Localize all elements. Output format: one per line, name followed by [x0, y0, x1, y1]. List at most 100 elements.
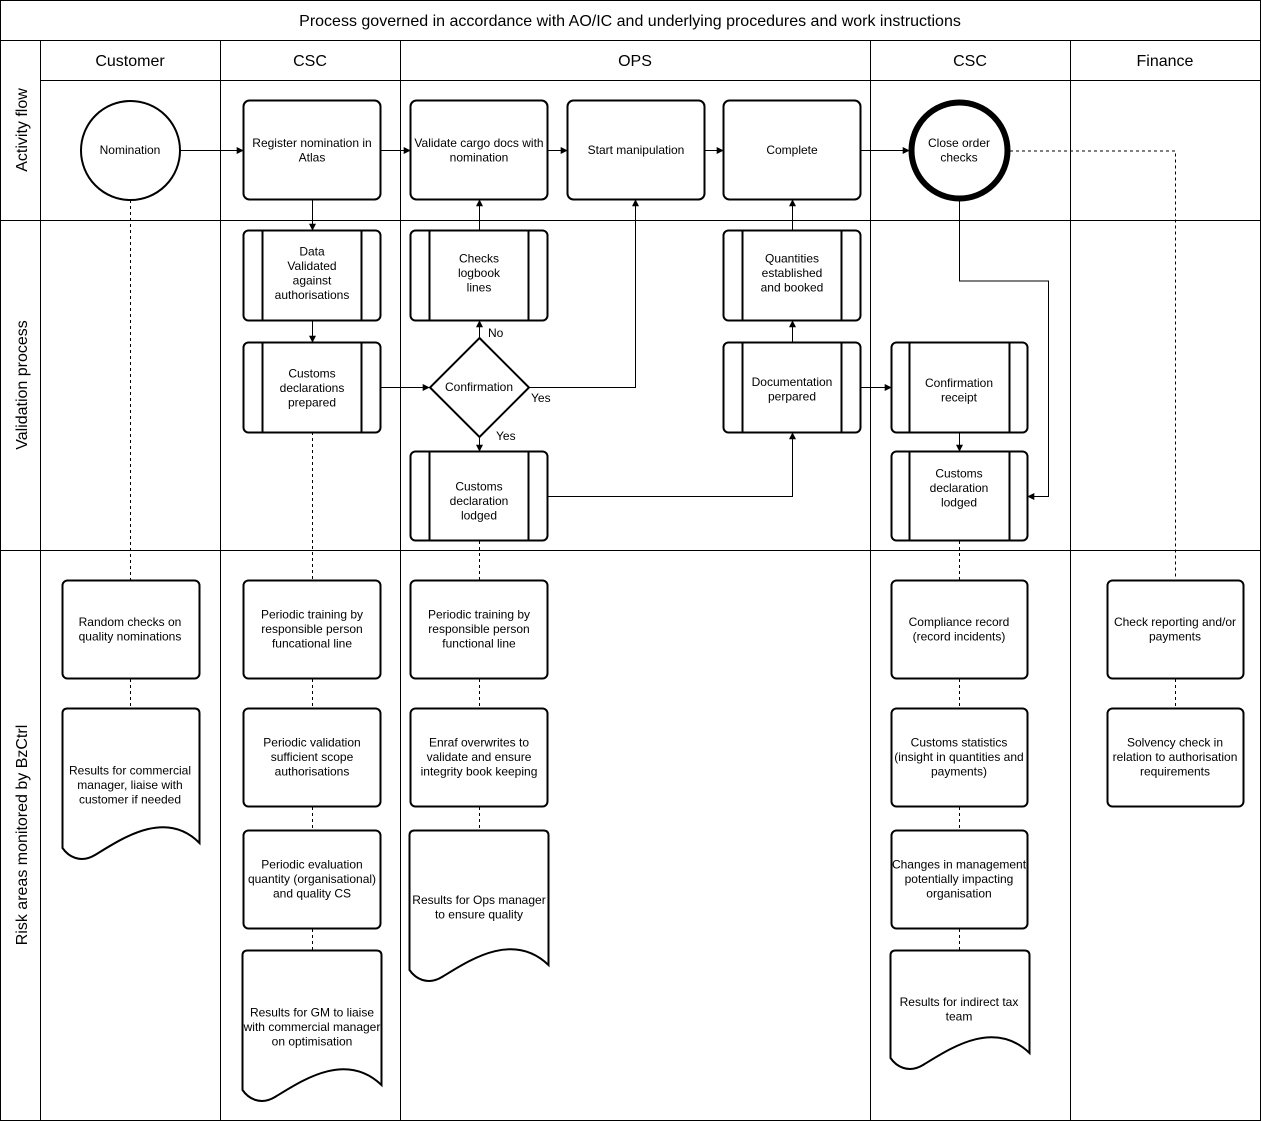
node-label-line: Results for Ops manager — [412, 893, 545, 907]
dashed-associations — [130, 150, 1176, 950]
node-label-line: Validated — [287, 259, 336, 273]
node-label-line: payments) — [931, 765, 987, 779]
node-label-line: Confirmation — [925, 376, 993, 390]
node-label-line: manager, liaise with — [77, 778, 182, 792]
node-label-line: nomination — [450, 150, 509, 164]
node-label-line: Customs — [288, 367, 335, 381]
node-label-line: Validate cargo docs with — [414, 136, 543, 150]
node-label-line: Compliance record — [909, 615, 1010, 629]
node-label-line: declaration — [450, 494, 509, 508]
decision-confirmation — [428, 336, 531, 439]
node-label-line: Quantities — [765, 252, 819, 266]
node-label-line: Check reporting and/or — [1114, 615, 1236, 629]
node-label-line: Close order — [928, 136, 990, 150]
risk-changes-management — [890, 829, 1029, 930]
node-label-line: Data — [299, 244, 325, 258]
node-label-line: potentially impacting — [905, 872, 1014, 886]
risk-compliance-record — [890, 579, 1029, 680]
node-label-line: team — [946, 1009, 973, 1023]
node-label-line: Register nomination in — [252, 136, 371, 150]
subprocess-customs-declaration-lodged-ops — [409, 450, 549, 542]
node-label-line: sufficient scope — [271, 750, 354, 764]
node-label-line: organisation — [926, 887, 991, 901]
node-label-line: established — [762, 266, 823, 280]
lane-header-csc-2: CSC — [953, 53, 987, 70]
activity-start-manipulation — [566, 99, 706, 201]
node-label-line: authorisations — [275, 288, 350, 302]
node-label-line: quality nominations — [79, 629, 182, 643]
lane-header-csc: CSC — [293, 53, 327, 70]
risk-periodic-training-csc — [242, 579, 382, 680]
diagram-shapes — [61, 99, 1245, 1102]
node-label-line: Results for GM to liaise — [250, 1006, 374, 1020]
node-label-line: logbook — [458, 266, 501, 280]
node-label-line: Periodic training by — [428, 608, 530, 622]
activity-validate-cargo-docs — [409, 99, 549, 201]
document-results-gm — [241, 949, 383, 1102]
node-label-line: lodged — [461, 509, 497, 523]
node-label-line: Checks — [459, 252, 499, 266]
node-label-line: payments — [1149, 629, 1201, 643]
node-label-line: checks — [940, 150, 977, 164]
node-label-line: Periodic validation — [263, 736, 360, 750]
edge-label-yes-down: Yes — [496, 429, 516, 443]
node-label-line: declarations — [280, 381, 345, 395]
node-label-confirmation: Confirmation — [445, 380, 513, 394]
flow-connectors — [180, 147, 1049, 500]
node-label-line: funcational line — [272, 637, 352, 651]
node-label-line: relation to authorisation — [1113, 750, 1238, 764]
node-label-line: with commercial manager — [243, 1020, 381, 1034]
node-label-line: validate and ensure — [427, 750, 532, 764]
edge-label-yes-right: Yes — [531, 391, 551, 405]
subprocess-checks-logbook-lines — [409, 229, 549, 322]
document-results-tax — [889, 949, 1031, 1070]
risk-periodic-training-ops — [409, 579, 549, 680]
subprocess-customs-declarations-prepared — [242, 341, 382, 434]
node-label-customs-stats: Customs statistics(insight in quantities… — [894, 736, 1023, 779]
node-label-start-manip: Start manipulation — [588, 143, 685, 157]
node-label-line: responsible person — [428, 622, 529, 636]
node-label-line: perpared — [768, 389, 816, 403]
node-label-line: Changes in management — [892, 858, 1027, 872]
node-label-line: Customs — [455, 480, 502, 494]
diagram-title: Process governed in accordance with AO/I… — [299, 13, 961, 30]
activity-complete — [722, 99, 862, 201]
subprocess-documentation-perpared — [722, 341, 862, 434]
node-label-complete: Complete — [766, 143, 818, 157]
node-label-line: (insight in quantities and — [894, 750, 1023, 764]
subprocess-quantities-established — [722, 229, 862, 322]
node-label-line: customer if needed — [79, 793, 181, 807]
node-label-compliance: Compliance record(record incidents) — [909, 615, 1010, 644]
risk-solvency-check — [1106, 707, 1245, 808]
subprocess-data-validated — [242, 229, 382, 322]
node-label-line: receipt — [941, 390, 978, 404]
node-label-line: lines — [467, 281, 492, 295]
risk-periodic-evaluation — [242, 829, 382, 930]
node-label-line: integrity book keeping — [421, 765, 538, 779]
node-label-line: lodged — [941, 496, 977, 510]
node-label-line: Atlas — [299, 150, 326, 164]
edge-label-no: No — [488, 326, 504, 340]
node-label-line: on optimisation — [272, 1035, 353, 1049]
node-label-line: Solvency check in — [1127, 736, 1223, 750]
row-header-validation: Validation process — [14, 320, 31, 450]
